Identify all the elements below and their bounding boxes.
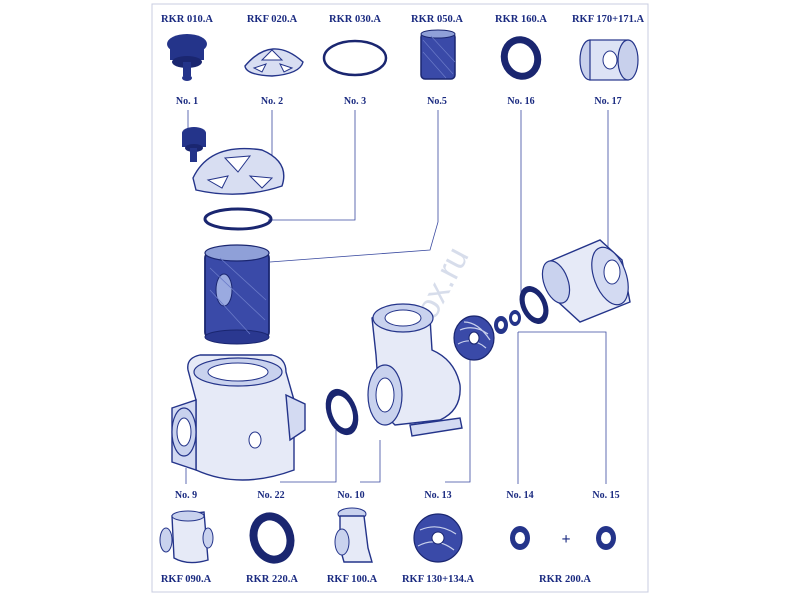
part-number-bottom-5: No. 14 — [506, 490, 533, 501]
assembly-gasket-22 — [325, 388, 359, 436]
assembly-oring — [203, 207, 273, 231]
thumb-part-3-oring — [322, 39, 388, 77]
thumb-part-9-housing — [159, 510, 214, 564]
assembly-strainer-housing — [171, 354, 306, 481]
part-number-bottom-2: No. 22 — [257, 490, 284, 501]
thumb-part-5-basket — [420, 29, 456, 80]
part-code-bottom-2: RKR 220.A — [246, 574, 298, 585]
part-code-top-1: RKR 010.A — [161, 14, 213, 25]
thumb-part-1-knob — [167, 34, 207, 81]
plus-sign: + — [561, 531, 570, 548]
assembly-seals — [494, 310, 521, 334]
thumb-part-10-casing — [334, 507, 373, 563]
part-code-top-5: RKR 160.A — [495, 14, 547, 25]
part-number-bottom-1: No. 9 — [175, 490, 197, 501]
thumb-part-15-seal — [596, 526, 616, 550]
part-number-top-1: No. 1 — [176, 96, 198, 107]
assembly-impeller — [453, 315, 495, 361]
thumb-part-16-gasket — [500, 36, 542, 80]
part-number-top-4: No.5 — [427, 96, 447, 107]
part-code-bottom-5: RKR 200.A — [539, 574, 591, 585]
part-code-top-6: RKF 170+171.A — [572, 14, 645, 25]
thumb-part-17-housing — [579, 39, 639, 81]
assembly-pump-casing — [367, 303, 463, 437]
leader-lines — [185, 110, 609, 484]
assembly-basket — [204, 244, 270, 345]
part-code-top-2: RKF 020.A — [247, 14, 298, 25]
part-code-bottom-3: RKF 100.A — [327, 574, 378, 585]
part-code-top-4: RKR 050.A — [411, 14, 463, 25]
assembly-knob — [182, 127, 206, 162]
thumb-part-2-lid — [244, 48, 304, 77]
part-code-top-3: RKR 030.A — [329, 14, 381, 25]
part-number-top-6: No. 17 — [594, 96, 621, 107]
part-number-bottom-4: No. 13 — [424, 490, 451, 501]
part-number-top-5: No. 16 — [507, 96, 534, 107]
thumb-part-22-gasket — [249, 512, 295, 564]
assembly-motor-housing — [541, 239, 631, 323]
thumb-part-14-seal — [510, 526, 530, 550]
part-number-top-3: No. 3 — [344, 96, 366, 107]
part-number-bottom-3: No. 10 — [337, 490, 364, 501]
part-code-bottom-1: RKF 090.A — [161, 574, 212, 585]
assembly-lid — [192, 147, 285, 195]
part-number-top-2: No. 2 — [261, 96, 283, 107]
part-number-bottom-6: No. 15 — [592, 490, 619, 501]
assembly-gasket-16 — [519, 286, 549, 324]
part-code-bottom-4: RKF 130+134.A — [402, 574, 475, 585]
thumb-part-13-impeller — [413, 513, 463, 563]
